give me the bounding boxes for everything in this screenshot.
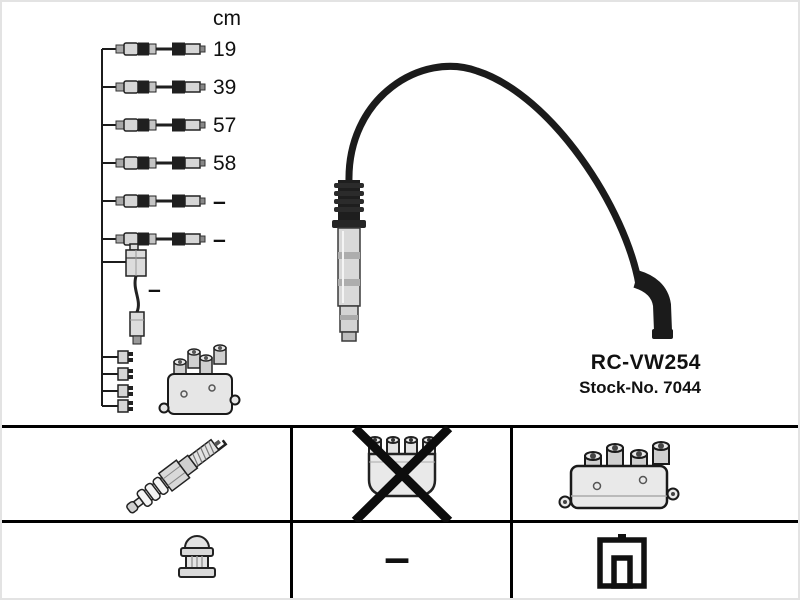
mini-cable-icon (115, 42, 206, 56)
spark-plug-icon (126, 438, 228, 514)
grid-line-vertical-right (510, 425, 513, 598)
coil-lead-length-value: – (148, 276, 161, 302)
terminal-nub-icon (117, 367, 133, 381)
cable-length-value: – (213, 188, 226, 214)
cable-tree-lines (101, 48, 126, 407)
ignition-cable-illustration (332, 63, 673, 342)
plug-boot-icon (332, 180, 366, 342)
ignition-coil-icon (558, 441, 680, 510)
mini-cable-icon (115, 156, 206, 170)
terminal-cap-icon (178, 535, 216, 578)
coil-end-boot-icon (633, 270, 673, 339)
coil-lead-icon (125, 243, 147, 345)
dash-label: – (384, 531, 410, 583)
cable-length-value: 39 (213, 76, 237, 99)
terminal-nub-icon (117, 384, 133, 398)
cable-length-value: – (213, 226, 226, 252)
stock-number: Stock-No. 7044 (579, 378, 701, 398)
product-code: RC-VW254 (590, 351, 701, 374)
cable-length-diagram (101, 42, 241, 415)
cable-wire (345, 63, 643, 289)
cable-length-value: 19 (213, 38, 237, 61)
grid-line-horizontal-top (2, 425, 798, 428)
coil-connector-icon (597, 534, 647, 589)
distributor-cap-crossed-icon (351, 426, 453, 522)
mini-cable-icon (115, 80, 206, 94)
terminal-nub-icon (117, 399, 133, 413)
product-label-block: RC-VW254 Stock-No. 7044 (579, 351, 701, 398)
cross-out-x (351, 426, 453, 522)
cable-length-value: 57 (213, 114, 237, 137)
coil-pack-icon (158, 344, 241, 415)
terminal-nub-icon (117, 350, 133, 364)
mini-cable-icon (115, 194, 206, 208)
grid-line-horizontal-middle (2, 520, 798, 523)
cable-length-value: 58 (213, 152, 237, 175)
mini-cable-icon (115, 232, 206, 246)
length-unit-label: cm (213, 7, 241, 30)
grid-line-vertical-left (290, 425, 293, 598)
mini-cable-icon (115, 118, 206, 132)
